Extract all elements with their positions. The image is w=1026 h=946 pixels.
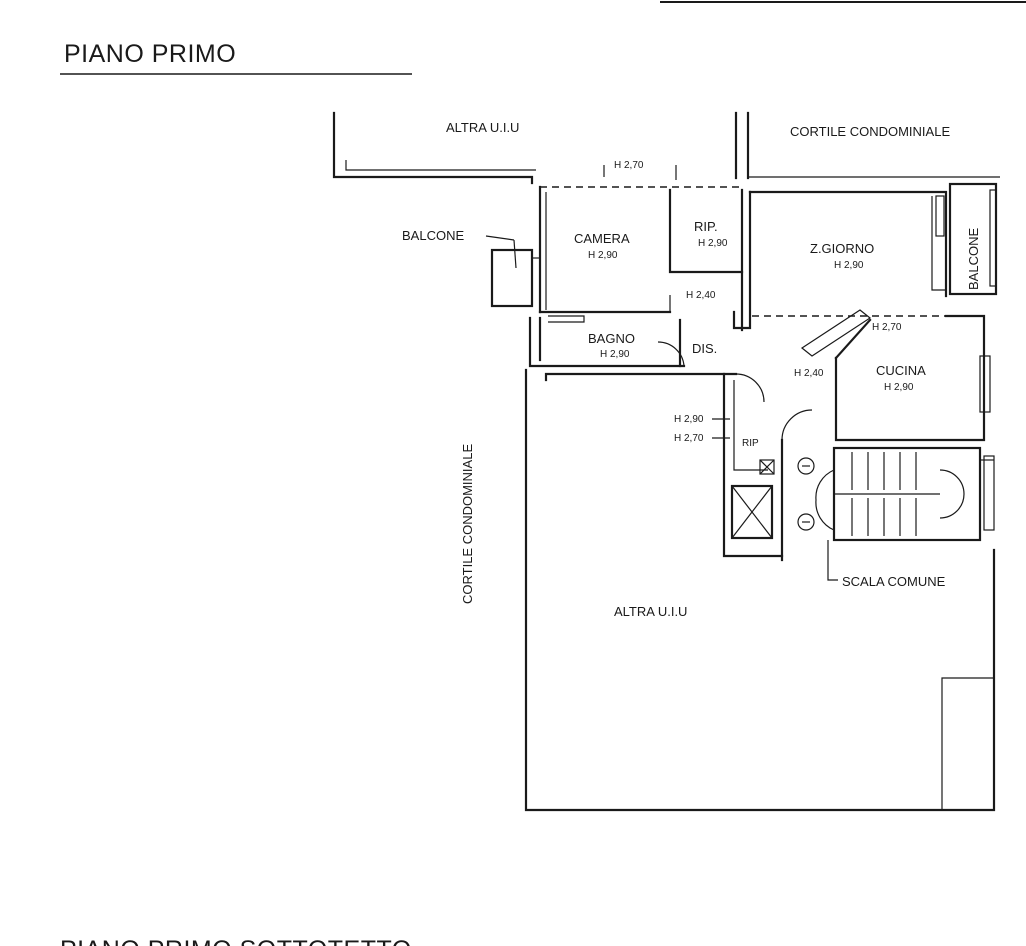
bottom-title: PIANO PRIMO SOTTOTETTO (60, 936, 412, 946)
altra-uiu-bottom-label: ALTRA U.I.U (614, 604, 687, 619)
giorno-height: H 2,90 (834, 260, 864, 271)
height-giorno-step: H 2,70 (872, 322, 902, 333)
giorno-label: Z.GIORNO (810, 241, 874, 256)
floor-title: PIANO PRIMO (64, 40, 236, 68)
height-hall: H 2,40 (794, 368, 824, 379)
dis-label: DIS. (692, 341, 717, 356)
cortile-left-label: CORTILE CONDOMINIALE (460, 444, 475, 604)
balcone-left-label: BALCONE (402, 228, 464, 243)
bagno-height: H 2,90 (600, 349, 630, 360)
altra-uiu-top-label: ALTRA U.I.U (446, 120, 519, 135)
rip-small-label: RIP (742, 438, 759, 449)
camera-height: H 2,90 (588, 250, 618, 261)
apartment-walls (490, 165, 998, 581)
rip-top-height: H 2,90 (698, 238, 728, 249)
height-top-corridor: H 2,70 (614, 160, 644, 171)
height-rip-a: H 2,90 (674, 414, 704, 425)
outer-boundary (332, 111, 1000, 812)
scala-comune-label: SCALA COMUNE (842, 574, 946, 589)
balcone-left-leader (485, 235, 515, 241)
rip-top-label: RIP. (694, 219, 718, 234)
stair-down-icon (797, 513, 815, 531)
cortile-top-label: CORTILE CONDOMINIALE (790, 124, 950, 139)
cucina-label: CUCINA (876, 363, 926, 378)
height-rip-b: H 2,70 (674, 433, 704, 444)
bagno-label: BAGNO (588, 331, 635, 346)
stair-up-icon (797, 457, 815, 475)
height-dis-area: H 2,40 (686, 290, 716, 301)
camera-label: CAMERA (574, 231, 630, 246)
balcone-right-label: BALCONE (966, 228, 981, 290)
cucina-height: H 2,90 (884, 382, 914, 393)
